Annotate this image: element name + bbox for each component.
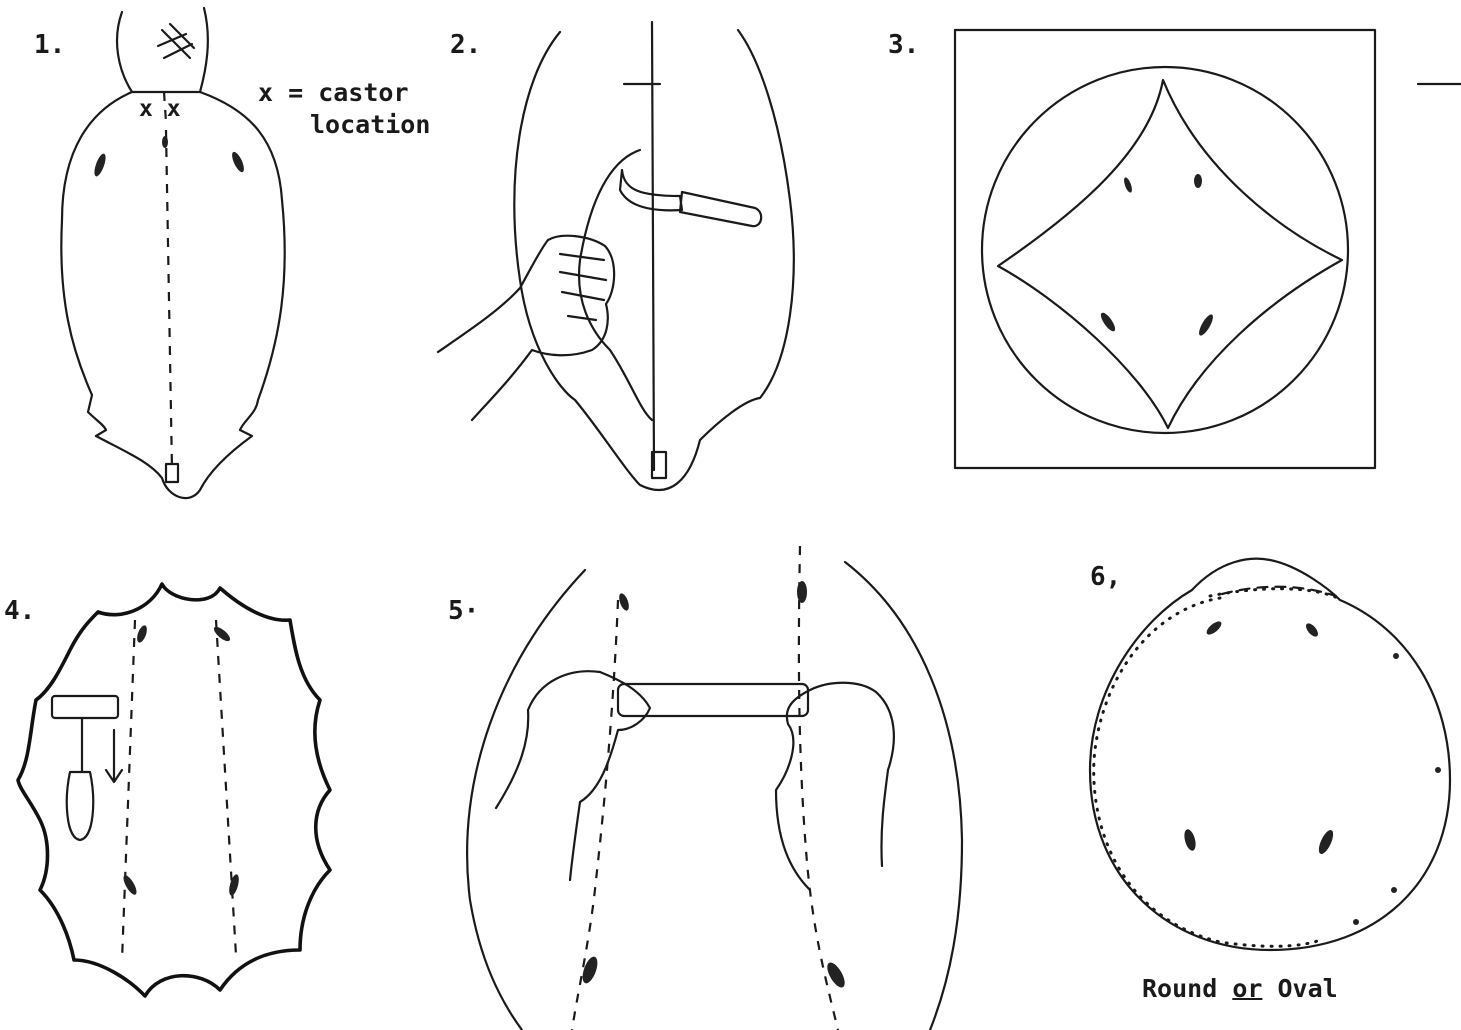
fleshing-tool-handle — [67, 718, 93, 840]
leg-hole-mark — [1304, 621, 1320, 638]
right-hand — [776, 683, 894, 890]
nail-hole-mark — [1391, 887, 1397, 893]
leg-hole-mark — [580, 955, 601, 985]
leg-hole-mark — [92, 152, 108, 177]
legend-line-2: location — [310, 110, 430, 139]
leg-hole-mark — [824, 960, 848, 990]
leg-hole-mark — [1194, 174, 1202, 188]
pelt-outline — [61, 92, 284, 498]
pelt-cut-line — [166, 130, 172, 470]
leg-hole-mark — [1098, 311, 1117, 334]
caption-or: or — [1232, 974, 1262, 1003]
panel-number-1: 1. — [34, 30, 65, 60]
panel-5-hands-fleshing-drawing — [467, 546, 962, 1030]
legend-line-1: x = castor — [258, 78, 409, 107]
square-frame — [955, 30, 1375, 468]
leg-hole-mark — [212, 625, 232, 644]
fleshing-tool-head — [52, 696, 118, 718]
caption-oval: Oval — [1262, 974, 1337, 1003]
panel-1-pelt-drawing — [61, 8, 284, 498]
leg-hole-mark — [1182, 828, 1197, 852]
leg-hole-mark — [135, 624, 149, 644]
round-or-oval-caption: Round or Oval — [1142, 974, 1338, 1003]
leg-hole-mark — [1316, 828, 1336, 856]
knife-blade — [620, 170, 682, 210]
leg-hole-mark — [1122, 176, 1133, 193]
nail-hole-mark — [1393, 653, 1399, 659]
tail-hatch-mark — [158, 24, 194, 58]
stretched-pelt-outline — [998, 80, 1342, 428]
scalloped-pelt-outline — [18, 584, 330, 996]
leg-hole-mark — [797, 581, 807, 603]
panel-4-fleshing-drawing — [18, 584, 330, 996]
finger-lines — [560, 254, 606, 320]
panel-6-finished-pelt-drawing — [1090, 559, 1450, 950]
peeled-skin-edge — [579, 150, 652, 420]
left-hand — [496, 671, 650, 880]
leg-hole-mark — [617, 592, 631, 612]
hand-outline — [438, 236, 614, 420]
castor-location-marks: x x — [139, 96, 181, 122]
nail-hole-mark — [1353, 919, 1359, 925]
panel-number-5: 5· — [448, 596, 479, 626]
panel-number-3: 3. — [888, 30, 919, 60]
leg-hole-mark — [1197, 313, 1216, 338]
knife-handle — [680, 192, 761, 226]
fleshing-line — [216, 620, 236, 955]
panel-3-stretching-frame-drawing — [955, 30, 1375, 468]
pelt-tail-outline — [117, 8, 208, 92]
center-cut-line — [652, 22, 654, 470]
leg-hole-mark — [227, 873, 240, 896]
direction-arrow — [106, 730, 122, 782]
tail-stub — [166, 464, 178, 482]
panel-number-2: 2. — [450, 30, 481, 60]
dotted-trim-line — [1094, 589, 1338, 947]
panel-2-skinning-drawing — [438, 22, 794, 490]
fleshing-bar — [618, 684, 808, 716]
pelt-right-edge — [845, 562, 962, 1030]
castor-gland-mark — [162, 136, 168, 148]
stretch-hoop — [982, 67, 1348, 433]
caption-round: Round — [1142, 974, 1232, 1003]
panel-number-6: 6, — [1090, 562, 1121, 592]
leg-hole-mark — [230, 150, 247, 173]
nail-hole-mark — [1435, 767, 1441, 773]
fleshing-line — [799, 546, 838, 1030]
fleshing-line — [122, 620, 135, 960]
pelt-left-edge — [467, 570, 585, 1030]
panel-number-4: 4. — [4, 596, 35, 626]
leg-hole-mark — [1205, 619, 1224, 637]
